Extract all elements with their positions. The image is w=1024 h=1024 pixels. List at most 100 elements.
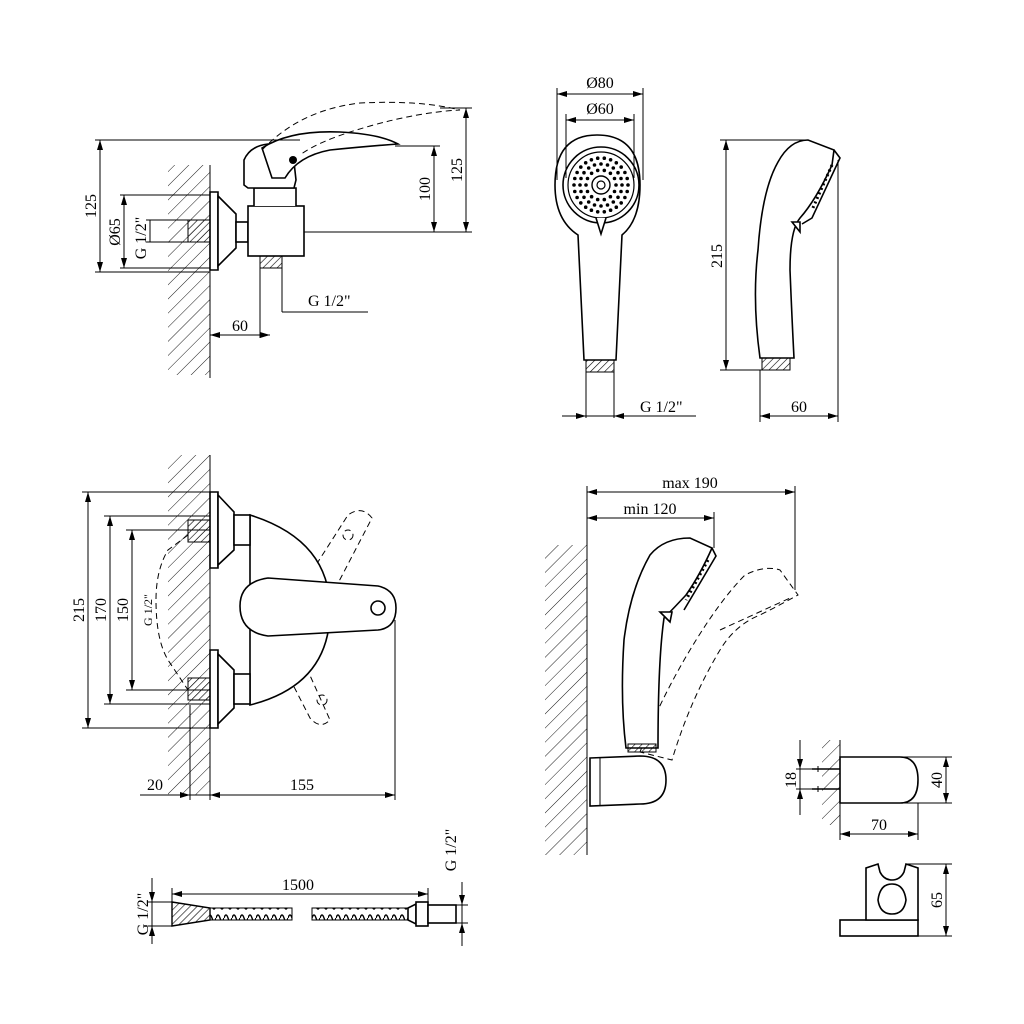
nozzle-dot: [589, 194, 594, 199]
nozzle-dot: [575, 195, 579, 200]
nozzle-dot: [579, 176, 583, 181]
holder-assembly-view: max 190 min 120: [545, 475, 799, 855]
nozzle-dot: [582, 195, 586, 200]
wall-holder-body: [589, 755, 667, 807]
wall-holder-detail: 18 40 70 65: [783, 740, 952, 937]
nozzle-dot: [608, 171, 613, 176]
nozzle-dot: [612, 189, 617, 194]
hose-body-right: [311, 907, 409, 921]
dim-total-height: 125: [83, 194, 100, 218]
holder-detail-body: [839, 756, 919, 804]
nozzle-dot: [612, 176, 617, 181]
nozzle-dot: [602, 156, 607, 160]
lever: [261, 131, 401, 179]
dim-min-reach: min 120: [624, 501, 677, 518]
mixer-side-view: 125 Ø65 G 1/2" 100 125 G 1/2": [83, 101, 472, 378]
nozzle-dot: [575, 170, 579, 175]
wall-flange: [209, 191, 219, 271]
dim-flange-diameter: Ø65: [107, 218, 124, 246]
dim-thread: G 1/2": [141, 594, 155, 626]
nozzle-dot: [602, 168, 607, 173]
shower-head-in-holder: [621, 537, 714, 749]
dim-bracket-height: 65: [929, 892, 946, 908]
nozzle-dot: [589, 158, 594, 162]
dim-depth: 70: [871, 817, 887, 834]
nozzle-dot: [602, 210, 607, 214]
dim-projection: 155: [290, 777, 314, 794]
dim-face-diameter: Ø60: [586, 101, 614, 118]
shower-head-front-view: Ø80 Ø60 G 1/2": [554, 75, 696, 419]
wall-hatching: [168, 165, 211, 378]
dim-length: 215: [709, 244, 726, 268]
hose-view: 1500 G 1/2" G 1/2": [135, 829, 468, 946]
nozzle-dot: [586, 166, 591, 170]
nozzle-dot: [625, 176, 629, 181]
nozzle-dot: [623, 195, 627, 200]
nozzle-dot: [595, 197, 600, 202]
dim-depth: 60: [791, 399, 807, 416]
nozzle-dot: [585, 176, 590, 181]
lever-front: [239, 577, 397, 637]
nozzle-dot: [602, 197, 607, 202]
nozzle-dot: [579, 189, 583, 194]
dim-span-min: 150: [115, 598, 132, 622]
hose-body-left: [209, 907, 293, 921]
dim-outer-diameter: Ø80: [586, 75, 614, 92]
dim-thread-right: G 1/2": [443, 829, 460, 872]
nozzle-dot: [578, 183, 582, 187]
mixer-body: [247, 205, 305, 257]
nozzle-dot: [608, 208, 613, 212]
shower-head-side-view: 215 60: [709, 139, 841, 422]
nozzle-dot: [620, 183, 624, 187]
nozzle-dot: [599, 162, 603, 166]
dim-width: 215: [71, 598, 88, 622]
nozzle-dot: [579, 165, 583, 169]
nozzle-dot: [616, 170, 620, 175]
nozzle-dot: [611, 200, 616, 204]
dim-height: 40: [929, 772, 946, 788]
nozzle-dot: [608, 158, 613, 162]
nozzle-dot: [583, 161, 588, 165]
nozzle-dot: [573, 189, 577, 194]
mixer-front-view: 215 170 150 G 1/2" 20 155: [71, 455, 397, 800]
nozzle-dot: [586, 200, 591, 204]
nozzle-dot: [619, 189, 623, 194]
nozzle-dot: [599, 204, 603, 208]
nozzle-dot: [583, 205, 588, 209]
shower-head-profile: [754, 139, 835, 359]
nozzle-dot: [592, 203, 597, 207]
nozzle-dot: [614, 183, 618, 187]
hose-cone-end: [171, 901, 211, 927]
nozzle-dot: [595, 210, 600, 214]
dim-length: 1500: [282, 877, 314, 894]
nozzle-dot: [589, 171, 594, 176]
nozzle-dot: [608, 194, 613, 199]
bracket-base: [839, 919, 919, 937]
dim-outlet-offset: 60: [232, 318, 248, 335]
nozzle-dot: [595, 168, 600, 173]
nozzle-dot: [573, 176, 577, 181]
nozzle-dot: [619, 176, 623, 181]
nozzle-dot: [619, 165, 623, 169]
nozzle-dot: [605, 163, 610, 167]
nozzle-dot: [582, 170, 586, 175]
hose-nut: [415, 901, 429, 927]
nozzle-dot: [614, 161, 619, 165]
dim-max-reach: max 190: [662, 475, 718, 492]
nozzle-dot: [584, 183, 588, 187]
nozzle-dot: [623, 170, 627, 175]
nozzle-dot: [611, 166, 616, 170]
nozzle-dot: [585, 189, 590, 194]
spray-nozzles: [572, 156, 630, 214]
nozzle-dot: [589, 208, 594, 212]
nozzle-dot: [626, 183, 630, 187]
dim-wall-offset: 20: [147, 777, 163, 794]
dim-thread-left: G 1/2": [135, 893, 152, 936]
dim-outlet-thread: G 1/2": [308, 293, 351, 310]
dim-lever-height: 100: [417, 177, 434, 201]
nozzle-dot: [616, 195, 620, 200]
dim-spacing: 18: [783, 772, 800, 788]
nozzle-dot: [605, 203, 610, 207]
nozzle-dot: [619, 201, 623, 205]
